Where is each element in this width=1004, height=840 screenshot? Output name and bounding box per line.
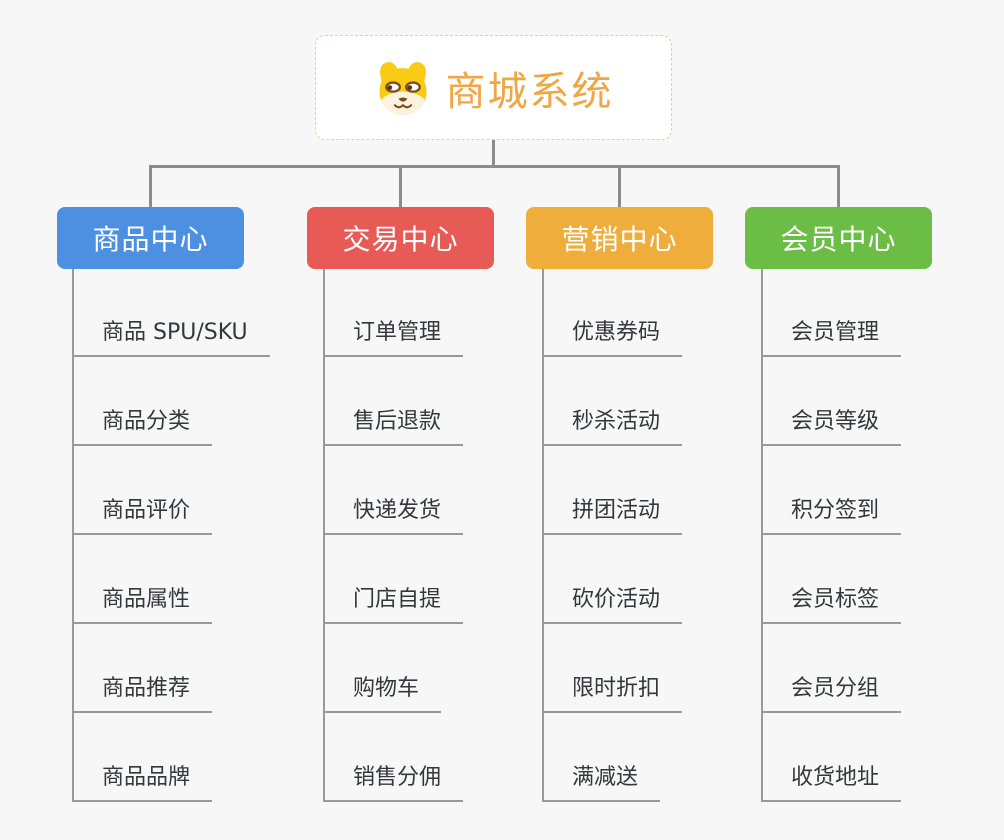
child-node[interactable]: 商品 SPU/SKU [72,318,270,357]
connector-drop-product [149,165,152,210]
child-node[interactable]: 快递发货 [323,496,464,535]
branch-box-member[interactable]: 会员中心 [745,207,932,269]
connector-drop-marketing [618,165,621,210]
connector-drop-member [837,165,840,210]
child-node[interactable]: 收货地址 [761,763,902,802]
child-node[interactable]: 积分签到 [761,496,902,535]
child-node[interactable]: 会员标签 [761,585,902,624]
child-node[interactable]: 会员等级 [761,407,902,446]
child-node[interactable]: 砍价活动 [542,585,683,624]
connector-root-drop [492,140,495,167]
child-node[interactable]: 门店自提 [323,585,464,624]
child-node[interactable]: 商品属性 [72,585,213,624]
branch-box-trade[interactable]: 交易中心 [307,207,494,269]
child-node[interactable]: 商品品牌 [72,763,213,802]
root-title: 商城系统 [445,68,614,115]
connector-top-bar [149,165,840,168]
child-node[interactable]: 售后退款 [323,407,464,446]
shiba-dog-icon [378,61,427,115]
root-node[interactable]: 商城系统 [315,35,672,140]
branch-box-marketing[interactable]: 营销中心 [526,207,713,269]
child-node[interactable]: 订单管理 [323,318,464,357]
child-node[interactable]: 会员分组 [761,674,902,713]
connector-drop-trade [399,165,402,210]
child-node[interactable]: 商品分类 [72,407,213,446]
child-node[interactable]: 限时折扣 [542,674,683,713]
child-node[interactable]: 秒杀活动 [542,407,683,446]
child-node[interactable]: 商品推荐 [72,674,213,713]
child-node[interactable]: 拼团活动 [542,496,683,535]
child-node[interactable]: 购物车 [323,674,442,713]
child-node[interactable]: 优惠券码 [542,318,683,357]
branch-box-product[interactable]: 商品中心 [57,207,244,269]
child-node[interactable]: 满减送 [542,763,661,802]
child-node[interactable]: 销售分佣 [323,763,464,802]
child-node[interactable]: 商品评价 [72,496,213,535]
child-node[interactable]: 会员管理 [761,318,902,357]
